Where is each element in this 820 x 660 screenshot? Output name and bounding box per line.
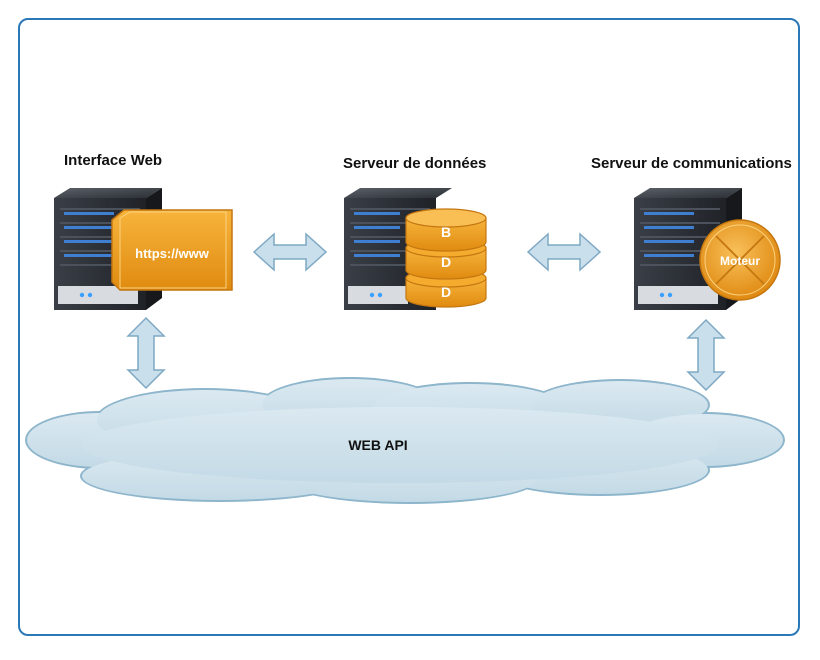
double-arrow-web-api-right [686, 318, 726, 392]
database-letter-1: B [441, 224, 451, 240]
label-web-interface: Interface Web [64, 152, 163, 169]
cloud-shape: WEB API [25, 377, 785, 504]
database-icon: B D D [405, 208, 487, 308]
web-badge: https://www [111, 209, 233, 291]
double-arrow-web-data [252, 232, 328, 272]
diagram-frame [18, 18, 800, 636]
engine-label: Moteur [720, 254, 760, 268]
double-arrow-web-api-left [126, 316, 166, 390]
web-badge-text: https://www [135, 246, 210, 261]
database-letter-3: D [441, 284, 451, 300]
label-comm-server: Serveur de communications [591, 155, 792, 172]
engine-icon: Moteur [699, 219, 781, 301]
database-letter-2: D [441, 254, 451, 270]
double-arrow-data-comm [526, 232, 602, 272]
label-data-server: Serveur de données [343, 155, 487, 172]
cloud-label: WEB API [348, 437, 407, 453]
